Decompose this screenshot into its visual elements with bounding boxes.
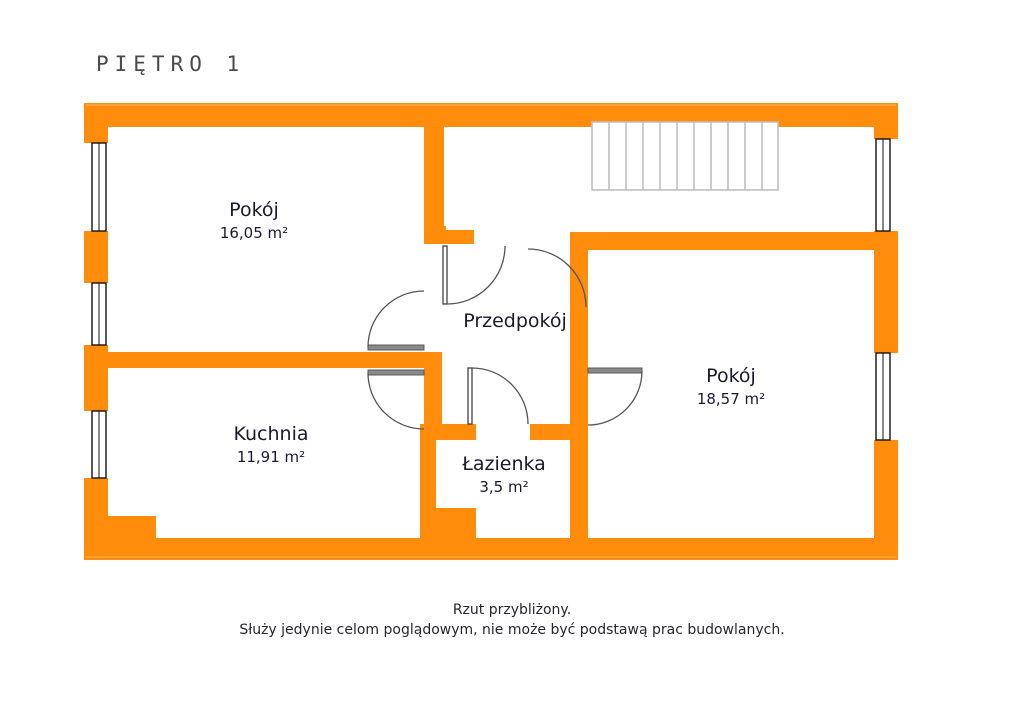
room-name: Kuchnia [233, 423, 309, 445]
wall-jog-bottom-left [108, 516, 156, 540]
wall-exterior-right-a [874, 103, 898, 139]
room-label-kuchnia: Kuchnia 11,91 m² [201, 422, 341, 468]
windows-group [88, 138, 894, 479]
wall-exterior-right-c [874, 440, 898, 560]
door-hallway-to-room-right-upper [527, 248, 587, 308]
room-label-pokoj-2: Pokój 18,57 m² [661, 364, 801, 410]
window-left-2 [88, 282, 108, 346]
wall-interior-horizontal-right [570, 232, 886, 250]
window-left-3 [88, 410, 108, 479]
wall-exterior-bottom [84, 538, 898, 560]
door-kitchen-lower [367, 369, 425, 430]
window-left-1 [88, 142, 108, 232]
room-label-pokoj-1: Pokój 16,05 m² [184, 198, 324, 244]
wall-exterior-left-b [84, 231, 108, 283]
room-name: Pokój [706, 365, 756, 387]
door-bathroom [467, 367, 529, 425]
room-area: 3,5 m² [479, 478, 529, 496]
wall-seams [86, 104, 896, 558]
disclaimer-note: Rzut przybliżony. Służy jedynie celom po… [0, 600, 1024, 640]
disclaimer-line-1: Rzut przybliżony. [452, 602, 572, 618]
room-name: Łazienka [462, 453, 546, 475]
door-room-right-lower [587, 367, 643, 426]
room-area: 18,57 m² [696, 390, 766, 408]
window-right-1 [874, 138, 894, 232]
wall-hallway-step-1 [424, 200, 438, 226]
wall-exterior-left-d [84, 478, 108, 560]
walls-group [84, 103, 898, 560]
room-label-przedpokoj: Przedpokój [440, 309, 590, 333]
door-kitchen-upper [367, 290, 425, 351]
doors-group [367, 245, 643, 430]
room-name: Pokój [229, 199, 279, 221]
page-title: PIĘTRO 1 [96, 52, 246, 76]
wall-bathroom-left-jog [420, 508, 476, 540]
room-name: Przedpokój [463, 310, 567, 332]
room-label-lazienka: Łazienka 3,5 m² [434, 452, 574, 498]
door-upper-left [442, 245, 506, 305]
window-right-2 [874, 352, 894, 441]
room-area: 11,91 m² [236, 448, 306, 466]
disclaimer-line-2: Służy jedynie celom poglądowym, nie może… [239, 622, 785, 638]
wall-hallway-vertical-lower [424, 352, 442, 430]
wall-hallway-top-stub [424, 230, 474, 244]
wall-bathroom-top-right [530, 424, 588, 440]
room-area: 16,05 m² [219, 224, 289, 242]
wall-bathroom-left [420, 424, 436, 516]
wall-interior-horizontal-left [96, 352, 424, 368]
wall-exterior-right-b [874, 231, 898, 353]
wall-interior-vertical-right [570, 244, 588, 540]
wall-exterior-left-a [84, 103, 108, 143]
staircase [591, 121, 779, 191]
